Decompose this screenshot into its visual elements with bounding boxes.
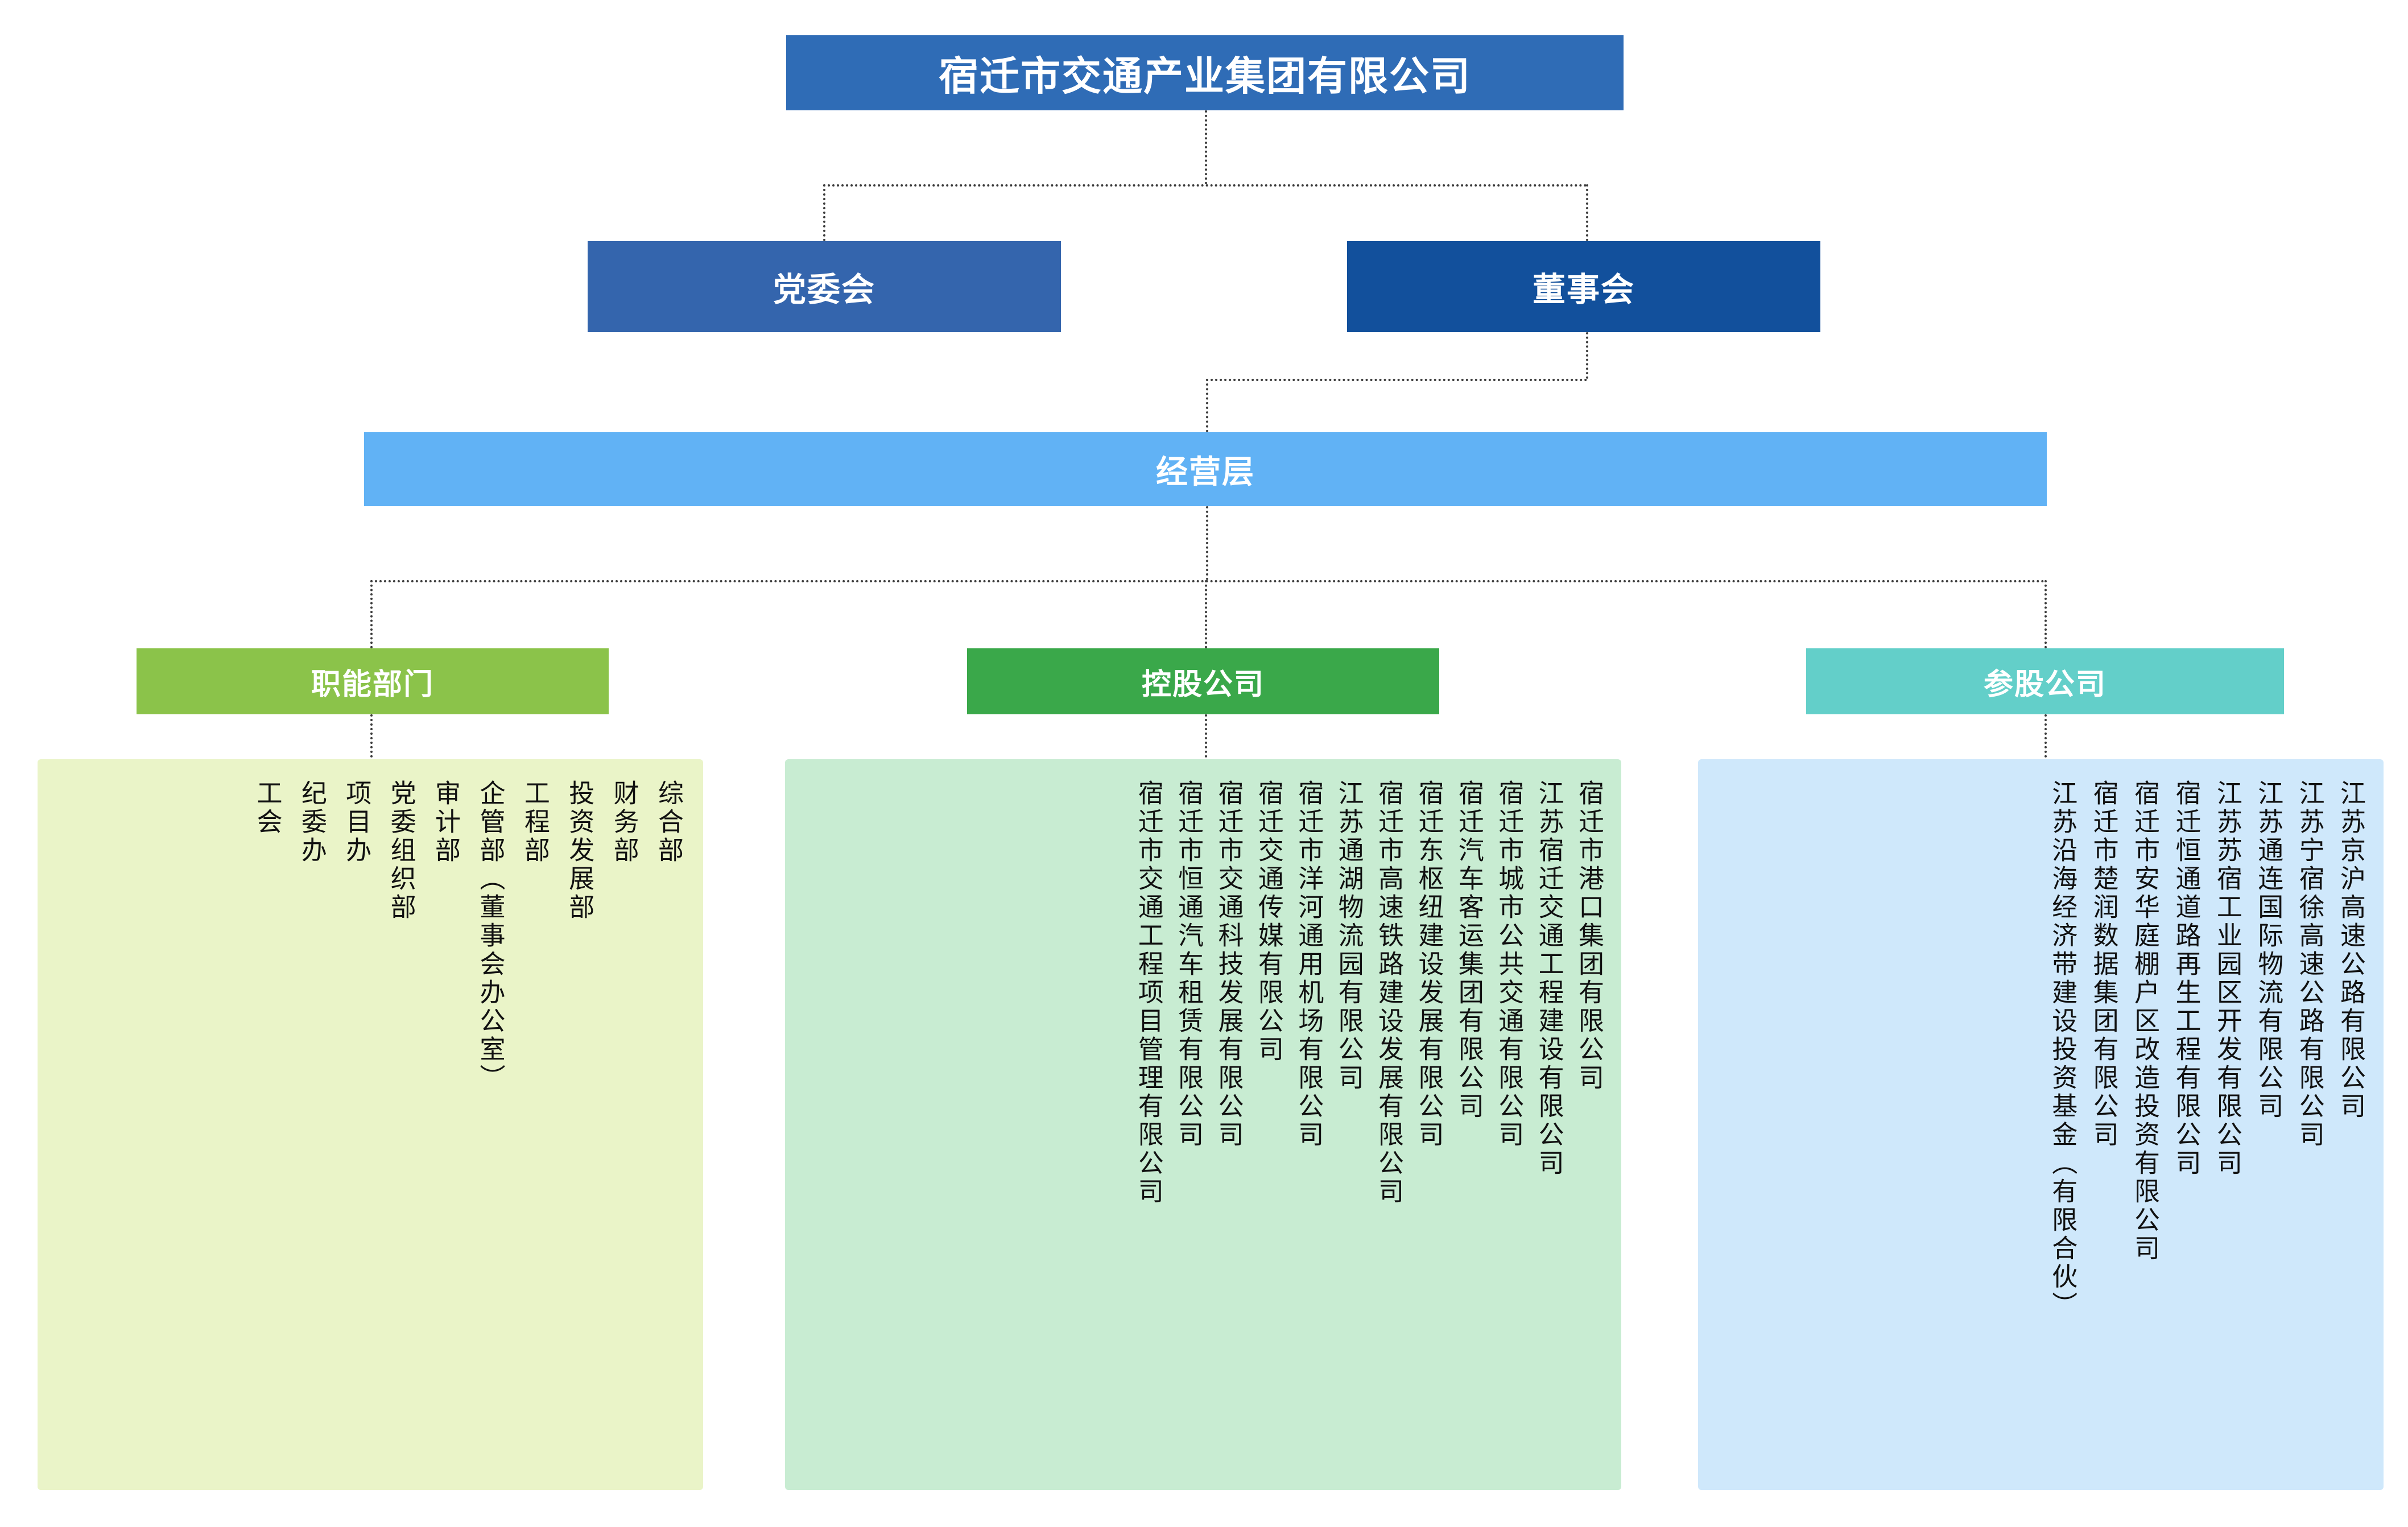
management-layer-box[interactable]: 经营层 (364, 432, 2047, 506)
list-item[interactable]: 江苏通连国际物流有限公司 (2254, 780, 2283, 1121)
list-item[interactable]: 纪委办 (297, 780, 327, 865)
list-item[interactable]: 江苏苏宿工业园区开发有限公司 (2212, 780, 2242, 1178)
list-item[interactable]: 江苏宿迁交通工程建设有限公司 (1534, 780, 1564, 1178)
connector-func-down (370, 580, 373, 648)
connector-share-to-panel (2044, 714, 2047, 771)
list-item[interactable]: 审计部 (431, 780, 461, 865)
list-item[interactable]: 宿迁市高速铁路建设发展有限公司 (1374, 780, 1404, 1206)
list-item[interactable]: 宿迁交通传媒有限公司 (1254, 780, 1283, 1064)
connector-board-to-mgmt-across (1206, 379, 1587, 381)
connector-board-to-mgmt-down (1586, 332, 1588, 379)
list-item[interactable]: 工会 (253, 780, 282, 837)
list-item[interactable]: 宿迁市城市公共交通有限公司 (1494, 780, 1524, 1149)
list-item[interactable]: 江苏宁宿徐高速公路有限公司 (2295, 780, 2324, 1149)
panel-participating-companies: 江苏京沪高速公路有限公司 江苏宁宿徐高速公路有限公司 江苏通连国际物流有限公司 … (1698, 759, 2384, 1490)
connector-hold-down (1205, 580, 1207, 648)
list-item[interactable]: 宿迁市港口集团有限公司 (1575, 780, 1604, 1093)
list-item[interactable]: 投资发展部 (565, 780, 594, 922)
panel-functional-departments: 综合部 财务部 投资发展部 工程部 企管部（董事会办公室） 审计部 党委组织部 … (38, 759, 703, 1490)
list-item[interactable]: 宿迁市交通工程项目管理有限公司 (1134, 780, 1163, 1206)
list-item[interactable]: 江苏沿海经济带建设投资基金（有限合伙） (2048, 780, 2077, 1320)
list-item[interactable]: 项目办 (342, 780, 371, 865)
list-item[interactable]: 党委组织部 (386, 780, 416, 922)
list-item[interactable]: 财务部 (609, 780, 639, 865)
list-item[interactable]: 宿迁市洋河通用机场有限公司 (1294, 780, 1324, 1149)
list-item[interactable]: 宿迁市楚润数据集团有限公司 (2089, 780, 2118, 1149)
connector-mgmt-down (1206, 506, 1208, 580)
connector-func-to-panel (370, 714, 373, 771)
connector-root-down (1205, 110, 1207, 184)
root-company-box[interactable]: 宿迁市交通产业集团有限公司 (786, 35, 1624, 110)
connector-hold-to-panel (1205, 714, 1207, 771)
party-committee-box[interactable]: 党委会 (588, 241, 1061, 332)
connector-share-down (2044, 580, 2047, 648)
connector-mgmt-top (1206, 379, 1208, 432)
list-item[interactable]: 工程部 (520, 780, 550, 865)
list-item[interactable]: 宿迁恒通道路再生工程有限公司 (2171, 780, 2201, 1178)
category-functional-departments[interactable]: 职能部门 (137, 648, 609, 714)
panel-holding-companies: 宿迁市港口集团有限公司 江苏宿迁交通工程建设有限公司 宿迁市城市公共交通有限公司… (785, 759, 1621, 1490)
list-item[interactable]: 江苏京沪高速公路有限公司 (2336, 780, 2365, 1121)
board-of-directors-box[interactable]: 董事会 (1347, 241, 1820, 332)
connector-party-down (823, 184, 825, 241)
list-item[interactable]: 宿迁市安华庭棚户区改造投资有限公司 (2130, 780, 2160, 1263)
list-item[interactable]: 宿迁东枢纽建设发展有限公司 (1414, 780, 1444, 1149)
connector-board-down (1586, 184, 1588, 241)
list-item[interactable]: 企管部（董事会办公室） (476, 780, 505, 1093)
category-holding-companies[interactable]: 控股公司 (967, 648, 1439, 714)
list-item[interactable]: 宿迁汽车客运集团有限公司 (1454, 780, 1484, 1121)
category-participating-companies[interactable]: 参股公司 (1806, 648, 2284, 714)
list-item[interactable]: 综合部 (654, 780, 683, 865)
list-item[interactable]: 宿迁市交通科技发展有限公司 (1214, 780, 1244, 1149)
connector-level2-bus (823, 184, 1587, 187)
list-item[interactable]: 江苏通湖物流园有限公司 (1334, 780, 1364, 1093)
list-item[interactable]: 宿迁市恒通汽车租赁有限公司 (1174, 780, 1204, 1149)
connector-categories-bus (370, 580, 2046, 582)
